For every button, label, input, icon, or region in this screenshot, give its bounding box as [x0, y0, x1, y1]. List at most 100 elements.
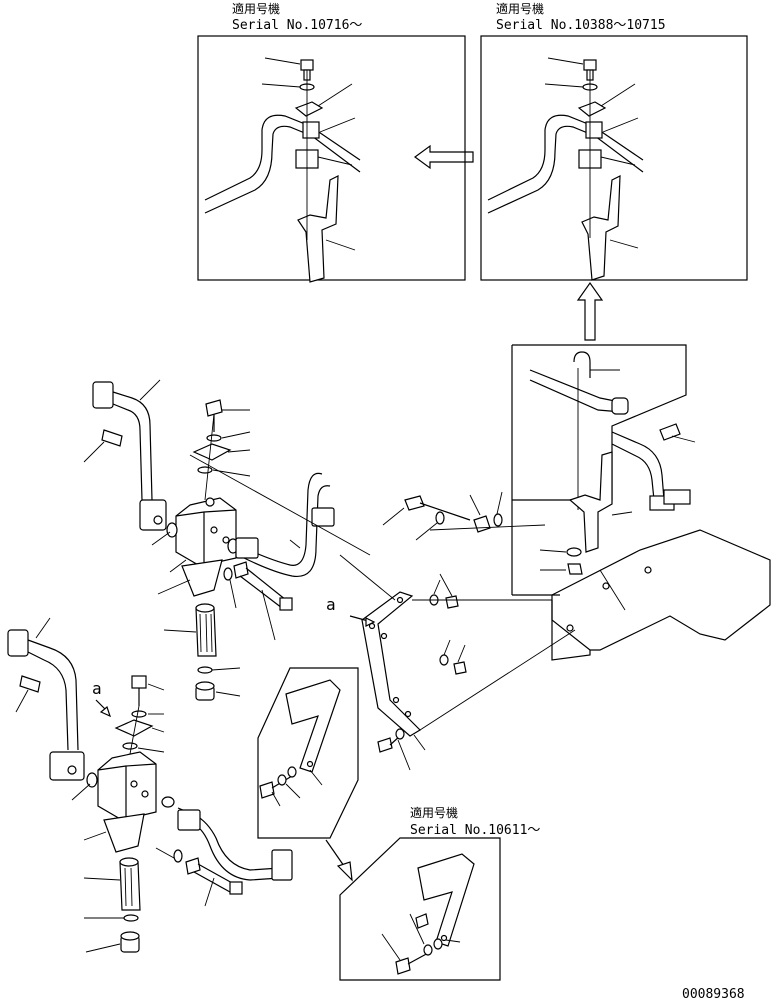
nut	[567, 563, 583, 575]
pipe-outline	[529, 379, 623, 413]
inset-top-left-title: 適用号機	[232, 1, 280, 16]
bolt-shank	[197, 863, 235, 885]
clamp-block	[302, 121, 320, 139]
leader-line	[83, 831, 107, 841]
leader-line	[227, 449, 251, 453]
sleeve-groove	[199, 613, 202, 653]
bracket-hole	[404, 710, 412, 718]
inset-top-left-frame	[197, 35, 466, 281]
leader-line	[151, 531, 171, 546]
assembly-line	[339, 554, 396, 601]
bolt-head	[259, 781, 275, 799]
bolt-shank	[245, 567, 287, 601]
valve-port	[210, 526, 218, 534]
bolt-end	[279, 597, 293, 611]
bolt-end	[229, 881, 243, 895]
frame-hole	[566, 624, 574, 632]
leader-line	[15, 689, 29, 713]
leader-line	[211, 667, 241, 671]
drawing-number: 00089368	[682, 987, 745, 1002]
nut	[453, 661, 467, 675]
bolt-head	[300, 59, 314, 71]
leader-line	[319, 117, 356, 133]
o-ring	[197, 466, 213, 474]
inset-top-right-title: 適用号機	[496, 1, 544, 16]
leader-line	[443, 639, 451, 656]
o-ring	[123, 914, 139, 922]
view-marker-a: a	[92, 679, 102, 698]
assembly-line	[129, 705, 140, 755]
sleeve-groove	[205, 613, 208, 653]
pipe-assembly-right	[611, 423, 696, 511]
leader-line	[611, 511, 633, 516]
detail-frame	[512, 344, 687, 501]
assembly-line	[419, 629, 576, 731]
nut	[415, 913, 429, 929]
nut	[473, 515, 491, 533]
leader-line	[309, 769, 323, 786]
pipe-flange	[139, 499, 167, 531]
leader-line	[285, 783, 301, 799]
inset-top-right-serial: Serial No.10388～10715	[496, 18, 666, 33]
leader-line	[496, 491, 503, 515]
leader-line	[85, 943, 121, 953]
valve-port	[222, 536, 230, 544]
leader-line	[261, 589, 276, 641]
valve-housing	[103, 813, 145, 853]
leader-line	[381, 933, 401, 961]
bolt-head	[185, 857, 201, 875]
inset-top-left: 適用号機 Serial No.10716～	[197, 1, 466, 283]
inset-top-right: 適用号機 Serial No.10388～10715	[480, 1, 748, 281]
inset-bottom-serial: Serial No.10611～	[410, 823, 540, 838]
sleeve-groove	[210, 613, 213, 653]
bolt-shank	[239, 575, 283, 609]
leader-line	[413, 734, 426, 751]
frame-plate	[551, 529, 771, 651]
pipe-flange	[271, 849, 293, 881]
plug-top	[120, 931, 140, 941]
pipe-outline	[487, 114, 644, 201]
bracket	[568, 451, 613, 553]
leader-line	[163, 629, 197, 633]
pipe-outline	[27, 639, 79, 751]
washer	[433, 938, 443, 950]
washer	[439, 654, 449, 666]
bolt-head	[205, 399, 223, 417]
leader-line	[139, 379, 161, 401]
bolt-head	[395, 957, 411, 975]
valve-housing	[181, 559, 223, 597]
valve-port	[130, 780, 138, 788]
washer	[435, 511, 445, 525]
leader-line	[229, 579, 237, 609]
inset-bottom-frame	[339, 837, 501, 981]
washer	[493, 513, 503, 527]
o-ring	[122, 742, 138, 750]
clamp-plate	[577, 101, 607, 117]
u-bolt	[659, 423, 681, 441]
leader-line	[289, 539, 301, 549]
detail-frame-right	[511, 344, 687, 596]
u-bolt	[19, 675, 41, 693]
bracket	[361, 591, 421, 737]
o-ring	[223, 567, 233, 581]
valve-body	[97, 751, 157, 821]
sleeve-top	[119, 857, 139, 867]
leader-line	[415, 522, 438, 541]
leader-line	[215, 691, 241, 697]
leader-line	[544, 83, 584, 88]
leader-line	[409, 913, 425, 945]
washer	[566, 547, 582, 557]
cover-plate	[285, 679, 341, 773]
leader-line	[671, 435, 696, 443]
bolt-shank	[193, 871, 231, 893]
bolt-head	[377, 737, 393, 753]
valve-assembly-upper	[83, 379, 371, 701]
o-ring	[197, 666, 213, 674]
washer	[423, 944, 433, 956]
cover-hole	[440, 934, 448, 942]
leader-line	[539, 549, 567, 553]
o-ring	[161, 796, 175, 808]
pipe-fitting	[611, 397, 629, 415]
leader-line	[600, 83, 636, 107]
